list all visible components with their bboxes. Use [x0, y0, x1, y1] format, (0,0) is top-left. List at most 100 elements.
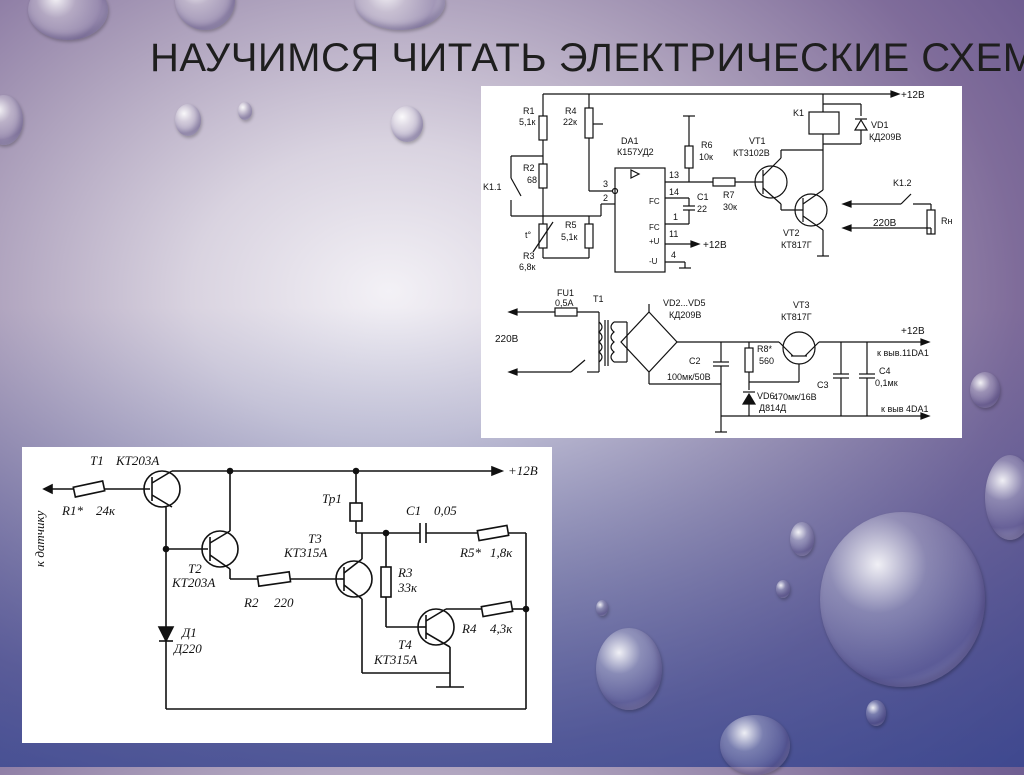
schematic-top: +12В R1 5,1к R4 22к R2 68 K1.1 t° R3 6,8… — [481, 86, 962, 438]
r4-value: 4,3к — [490, 621, 513, 636]
water-drop — [238, 102, 252, 120]
fu1-name: FU1 — [557, 288, 574, 298]
vt2-name: VT2 — [783, 228, 800, 238]
water-drop — [175, 104, 201, 136]
k11-label: K1.1 — [483, 182, 502, 192]
c2-value: 100мк/50В — [667, 372, 711, 382]
water-drop — [866, 700, 886, 726]
water-drop — [0, 95, 23, 145]
pin3-label: 3 — [603, 179, 608, 189]
t3-model: КТ315А — [283, 545, 327, 560]
r2-value: 68 — [527, 175, 537, 185]
r8-name: R8* — [757, 344, 773, 354]
fu1-value: 0,5А — [555, 298, 574, 308]
c3-value: 470мк/16В — [773, 392, 817, 402]
supply2-label: +12В — [703, 240, 727, 251]
c1-value: 22 — [697, 204, 707, 214]
pin11-label: 11 — [669, 229, 678, 239]
pin2-label: 2 — [603, 193, 608, 203]
vt3-model: КТ817Г — [781, 312, 812, 322]
r8-value: 560 — [759, 356, 774, 366]
c1-name: C1 — [697, 192, 709, 202]
r1-label: R1* — [61, 503, 83, 518]
r4-value: 22к — [563, 117, 577, 127]
r5-name: R5* — [459, 545, 481, 560]
r1-value: 24к — [96, 503, 116, 518]
fc2-label: FC — [649, 223, 660, 232]
vt1-name: VT1 — [749, 136, 766, 146]
fc1-label: FC — [649, 197, 660, 206]
vt1-model: КТ3102В — [733, 148, 770, 158]
r3-temp: t° — [525, 230, 532, 240]
supply-label: +12В — [508, 463, 538, 478]
pin1-label: 1 — [673, 212, 678, 222]
t3-name: Т3 — [308, 531, 322, 546]
vd6-name: VD6 — [757, 391, 775, 401]
r2-name: R2 — [243, 595, 259, 610]
t2-model: КТ203А — [171, 575, 215, 590]
mains-label: 220В — [495, 334, 519, 345]
r2-value: 220 — [274, 595, 294, 610]
water-drop — [820, 512, 985, 687]
r5-name: R5 — [565, 220, 577, 230]
d1-name: Д1 — [180, 625, 197, 640]
water-drop — [985, 455, 1024, 540]
bridge-name: VD2...VD5 — [663, 298, 706, 308]
water-drop — [790, 522, 814, 556]
r1-value: 5,1к — [519, 117, 536, 127]
minus-u-label: -U — [649, 257, 658, 266]
r3-value: 6,8к — [519, 262, 536, 272]
r7-value: 30к — [723, 202, 737, 212]
da1-name: DA1 — [621, 136, 639, 146]
r6-name: R6 — [701, 140, 713, 150]
out1-label: к выв.11DA1 — [877, 348, 929, 358]
k1-label: K1 — [793, 108, 804, 118]
out2-label: к выв 4DA1 — [881, 404, 928, 414]
water-drop — [970, 372, 1000, 408]
vt3-name: VT3 — [793, 300, 810, 310]
c4-name: C4 — [879, 366, 891, 376]
r4-name: R4 — [461, 621, 477, 636]
r2-name: R2 — [523, 163, 535, 173]
r3-name: R3 — [397, 565, 413, 580]
pin14-label: 14 — [669, 187, 679, 197]
water-drop — [175, 0, 235, 30]
slide-title: НАУЧИМСЯ ЧИТАТЬ ЭЛЕКТРИЧЕСКИЕ СХЕМЫ — [150, 36, 1024, 80]
t1-name: Т1 — [90, 453, 104, 468]
water-drop — [596, 600, 608, 616]
supply3-label: +12В — [901, 326, 925, 337]
water-drop — [596, 628, 662, 710]
c2-name: C2 — [689, 356, 701, 366]
tp1-label: Тр1 — [322, 491, 342, 506]
bridge-model: КД209В — [669, 310, 701, 320]
sensor-label: к датчику — [32, 510, 47, 567]
r3-name: R3 — [523, 251, 535, 261]
t4-model: КТ315А — [373, 652, 417, 667]
da1-model: К157УД2 — [617, 147, 654, 157]
r7-name: R7 — [723, 190, 735, 200]
c1-name: С1 — [406, 503, 421, 518]
r6-value: 10к — [699, 152, 713, 162]
c4-value: 0,1мк — [875, 378, 898, 388]
t1-model: КТ203А — [115, 453, 159, 468]
c1-value: 0,05 — [434, 503, 457, 518]
r5-value: 5,1к — [561, 232, 578, 242]
water-drop — [355, 0, 445, 30]
schematic-bottom: к датчику R1* 24к +12В Т1 КТ203А Д1 Д220… — [22, 447, 552, 743]
vt2-model: КТ817Г — [781, 240, 812, 250]
r4-name: R4 — [565, 106, 577, 116]
rn-label: Rн — [941, 216, 952, 226]
r1-name: R1 — [523, 106, 535, 116]
r5-value: 1,8к — [490, 545, 513, 560]
water-drop — [28, 0, 108, 40]
vd6-model: Д814Д — [759, 403, 786, 413]
vd1-name: VD1 — [871, 120, 889, 130]
water-drop — [720, 715, 790, 775]
supply-label: +12В — [901, 90, 925, 101]
t1-label: T1 — [593, 294, 604, 304]
r3-value: 33к — [397, 580, 418, 595]
vd1-model: КД209В — [869, 132, 901, 142]
t4-name: Т4 — [398, 637, 412, 652]
plus-u-label: +U — [649, 237, 660, 246]
water-drop — [776, 580, 790, 598]
